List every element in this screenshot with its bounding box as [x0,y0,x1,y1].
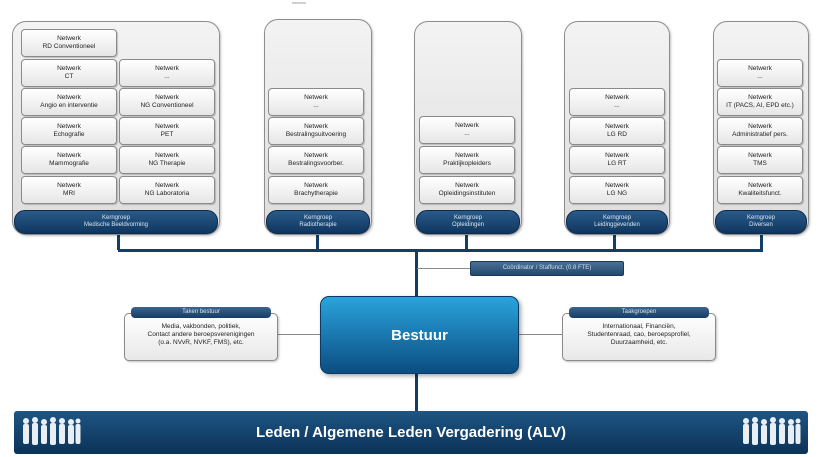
network-rt-other[interactable]: Netwerk... [268,88,364,116]
trunk-line-top [415,250,418,297]
crowd-left-icon [23,417,81,445]
crowd-right-icon [743,417,801,445]
trunk-line-bottom [415,372,418,412]
coordinator-box[interactable]: Coördinator / Staffunct. (0.8 FTE) [470,261,624,276]
network-ng-other[interactable]: Netwerk... [119,59,215,87]
drop-line-3 [465,234,468,250]
drop-line-5 [760,234,763,250]
taakgroepen-connector [517,334,562,335]
taken-bestuur-title: Taken bestuur [131,307,271,318]
coordinator-connector [417,268,471,269]
alv-label: Leden / Algemene Leden Vergadering (ALV) [255,424,567,441]
drop-line-1 [117,234,120,250]
bestuur-box[interactable]: Bestuur [320,296,519,374]
taken-connector [276,334,321,335]
alv-bar[interactable]: Leden / Algemene Leden Vergadering (ALV) [14,411,808,454]
bus-line [118,249,763,252]
taakgroepen-text: Internationaal, Financiën, Studentenraad… [587,323,691,346]
network-div-other[interactable]: Netwerk... [717,59,803,87]
taken-bestuur-text: Media, vakbonden, politiek, Contact ande… [147,323,255,346]
taakgroepen-box[interactable]: Taakgroepen Internationaal, Financiën, S… [562,307,716,361]
top-marker [292,2,306,4]
taakgroepen-title: Taakgroepen [569,307,709,318]
drop-line-2 [316,234,319,250]
drop-line-4 [613,234,616,250]
taken-bestuur-box[interactable]: Taken bestuur Media, vakbonden, politiek… [124,307,278,361]
network-lg-other[interactable]: Netwerk... [569,88,665,116]
network-opl-other[interactable]: Netwerk... [419,116,515,144]
